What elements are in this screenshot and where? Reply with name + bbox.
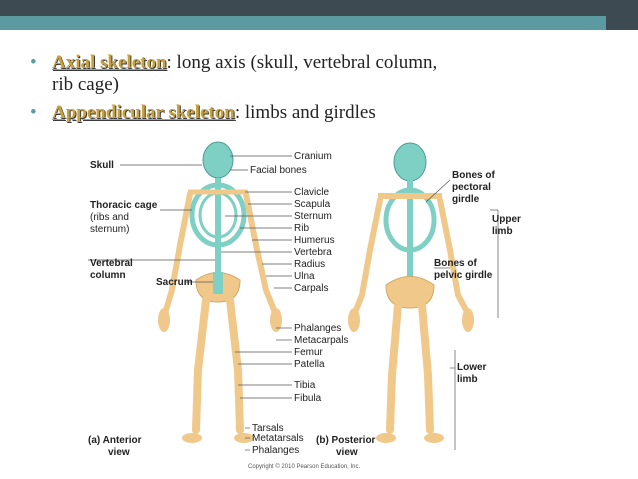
title-bar-tail	[606, 0, 638, 30]
skeleton-figure: Cranium Facial bones Clavicle Scapula St…	[88, 141, 521, 470]
label-upper-limb-2: limb	[492, 226, 513, 237]
label-vertebral-column-2: column	[90, 270, 126, 281]
label-tarsals: Tarsals	[252, 423, 284, 434]
label-rib: Rib	[294, 223, 309, 234]
label-pectoral-girdle: Bones of	[452, 170, 495, 181]
label-carpals: Carpals	[294, 283, 328, 294]
label-facial-bones: Facial bones	[250, 165, 307, 176]
title-bar	[0, 0, 638, 30]
label-sacrum: Sacrum	[156, 277, 193, 288]
label-vertebral-column: Vertebral	[90, 258, 133, 269]
label-patella: Patella	[294, 359, 325, 370]
label-tibia: Tibia	[294, 380, 316, 391]
label-skull: Skull	[90, 160, 114, 171]
label-cranium: Cranium	[294, 151, 332, 162]
label-clavicle: Clavicle	[294, 187, 329, 198]
label-lower-limb: Lower	[457, 362, 487, 373]
leader-lines	[88, 155, 499, 451]
caption-posterior-2: view	[336, 447, 358, 458]
bullet-appendicular-text: : limbs and girdles	[234, 102, 376, 123]
label-femur: Femur	[294, 347, 324, 358]
label-upper-limb: Upper	[492, 214, 521, 225]
label-pelvic-girdle: Bones of	[434, 258, 477, 269]
label-pectoral-girdle-3: girdle	[452, 194, 480, 205]
label-thoracic-cage-3: sternum)	[90, 224, 129, 235]
bullet-icon: •	[30, 102, 37, 123]
label-phalanges-hand: Phalanges	[294, 323, 341, 334]
anterior-skeleton	[158, 141, 282, 443]
bullet-icon: •	[30, 52, 37, 73]
caption-posterior: (b) Posterior	[316, 435, 376, 446]
posterior-skeleton	[348, 142, 474, 443]
label-humerus: Humerus	[294, 235, 335, 246]
bullet-axial-text-2: rib cage)	[52, 74, 119, 95]
bullet-appendicular: • Appendicular skeleton: limbs and girdl…	[30, 102, 620, 124]
bullet-axial-text: : long axis (skull, vertebral column,	[166, 52, 438, 73]
label-pectoral-girdle-2: pectoral	[452, 182, 491, 193]
label-sternum: Sternum	[294, 211, 332, 222]
bullet-axial: • Axial skeleton: long axis (skull, vert…	[30, 52, 620, 96]
copyright-text: Copyright © 2010 Pearson Education, Inc.	[248, 463, 360, 470]
label-thoracic-cage-2: (ribs and	[90, 212, 129, 223]
label-thoracic-cage: Thoracic cage	[90, 200, 158, 211]
appendicular-skeleton-link[interactable]: Appendicular skeleton	[52, 102, 235, 123]
axial-skeleton-link[interactable]: Axial skeleton	[52, 52, 167, 73]
caption-anterior: (a) Anterior	[88, 435, 142, 446]
title-bar-accent	[0, 16, 606, 30]
label-scapula: Scapula	[294, 199, 331, 210]
label-lower-limb-2: limb	[457, 374, 478, 385]
caption-anterior-2: view	[108, 447, 130, 458]
label-metacarpals: Metacarpals	[294, 335, 348, 346]
label-fibula: Fibula	[294, 393, 322, 404]
label-metatarsals: Metatarsals	[252, 433, 304, 444]
label-vertebra: Vertebra	[294, 247, 332, 258]
label-radius: Radius	[294, 259, 325, 270]
label-phalanges-foot: Phalanges	[252, 445, 299, 456]
bullet-list: • Axial skeleton: long axis (skull, vert…	[30, 52, 620, 124]
label-ulna: Ulna	[294, 271, 315, 282]
label-pelvic-girdle-2: pelvic girdle	[434, 270, 493, 281]
